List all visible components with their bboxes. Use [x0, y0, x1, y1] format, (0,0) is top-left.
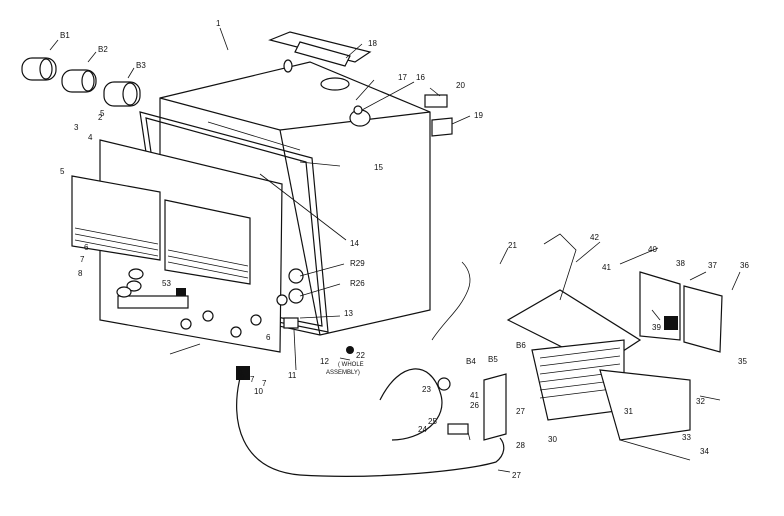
label-27b: 27: [512, 471, 521, 480]
label-15: 15: [374, 163, 383, 172]
label-31: 31: [624, 407, 633, 416]
label-22-assembly: ASSEMBLY): [326, 370, 360, 376]
tag-19: [431, 117, 453, 137]
label-6: 6: [84, 243, 89, 252]
label-3: 3: [74, 123, 79, 132]
label-41b: 41: [470, 391, 479, 400]
label-37: 37: [708, 261, 717, 270]
label-7: 7: [80, 255, 85, 264]
label-42: 42: [590, 233, 599, 242]
power-cord: [236, 377, 505, 477]
label-5: 5: [60, 167, 65, 176]
tag-20: [424, 94, 448, 108]
label-7c: 7: [262, 379, 267, 388]
label-36: 36: [740, 261, 749, 270]
battery-b3: [103, 81, 141, 107]
label-r26: R26: [350, 279, 365, 288]
battery-b1: [21, 57, 57, 81]
handle-assembly: [268, 31, 372, 127]
label-21: 21: [508, 241, 517, 250]
cover-36: [683, 285, 723, 353]
label-41: 41: [602, 263, 611, 272]
label-16: 16: [416, 73, 425, 82]
plug-10: [236, 366, 250, 380]
label-10: 10: [254, 387, 263, 396]
label-22-whole: ( WHOLE: [338, 362, 364, 368]
label-b6: B6: [516, 341, 526, 350]
label-b5: B5: [488, 355, 498, 364]
label-13: 13: [344, 309, 353, 318]
label-9b: 9: [240, 373, 245, 382]
label-4: 4: [88, 133, 93, 142]
label-1: 1: [216, 19, 221, 28]
label-22: 22: [356, 351, 365, 360]
label-35: 35: [738, 357, 747, 366]
label-25: 25: [428, 417, 437, 426]
leader-lines: [169, 27, 741, 473]
label-5b: 5: [100, 109, 105, 118]
label-b1: B1: [60, 31, 70, 40]
label-33: 33: [682, 433, 691, 442]
label-23: 23: [422, 385, 431, 394]
battery-b2: [61, 69, 97, 93]
label-r29: R29: [350, 259, 365, 268]
label-b3: B3: [136, 61, 146, 70]
part-labels: 1 2 3 4 5 6 7 8 9 10 11 12 13 14 15 16 1…: [60, 19, 749, 480]
label-39: 39: [652, 323, 661, 332]
label-14: 14: [350, 239, 359, 248]
speaker-grille-right: [164, 199, 251, 285]
label-53: 53: [162, 279, 171, 288]
label-20: 20: [456, 81, 465, 90]
front-panel: [71, 139, 304, 353]
label-24: 24: [418, 425, 427, 434]
label-38: 38: [676, 259, 685, 268]
label-7b: 7: [250, 375, 255, 384]
label-b4: B4: [466, 357, 476, 366]
label-18: 18: [368, 39, 377, 48]
label-6b: 6: [266, 333, 271, 342]
label-11: 11: [288, 371, 297, 380]
label-8: 8: [78, 269, 83, 278]
label-17: 17: [398, 73, 407, 82]
speaker-grille-left: [71, 175, 161, 261]
label-32: 32: [696, 397, 705, 406]
label-12: 12: [320, 357, 329, 366]
label-2: 2: [98, 113, 103, 122]
label-40: 40: [648, 245, 657, 254]
heater-assembly: [379, 233, 723, 461]
label-19: 19: [474, 111, 483, 120]
label-27: 27: [516, 407, 525, 416]
label-30: 30: [548, 435, 557, 444]
label-26: 26: [470, 401, 479, 410]
label-28: 28: [516, 441, 525, 450]
label-34: 34: [700, 447, 709, 456]
label-9: 9: [238, 369, 243, 378]
label-b2: B2: [98, 45, 108, 54]
